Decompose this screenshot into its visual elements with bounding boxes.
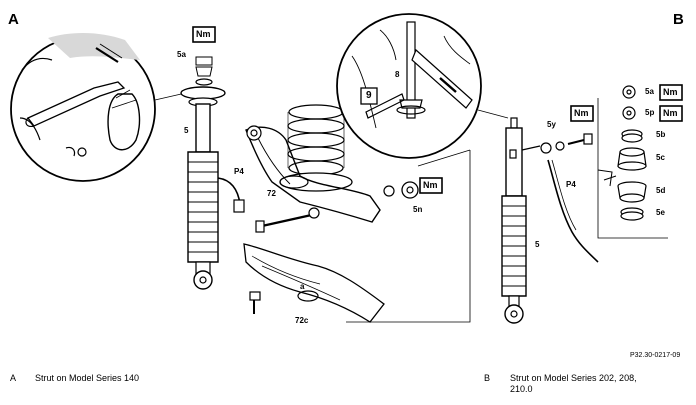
caption-b-line1: Strut on Model Series 202, 208,: [510, 373, 637, 383]
leader-b: [477, 109, 509, 119]
nm-label-5a-right: Nm: [663, 87, 678, 97]
caption-a-letter: A: [10, 373, 17, 383]
label-5b: 5b: [656, 130, 666, 139]
nm-label-5a: Nm: [196, 29, 211, 39]
nm-label-5n: Nm: [423, 180, 438, 190]
torque-boxes: [192, 26, 683, 194]
panel-a-letter: A: [8, 11, 19, 28]
label-5a-right: 5a: [645, 87, 654, 96]
panel-b-frame: [346, 150, 471, 323]
panel-b-letter: B: [673, 11, 684, 28]
label-5-left: 5: [184, 126, 189, 135]
strut-a: [180, 56, 245, 290]
label-p4-right: P4: [566, 180, 576, 189]
label-5p: 5p: [645, 108, 655, 117]
detail-circle-a: [10, 32, 156, 182]
label-a-small: a: [300, 282, 305, 291]
label-9: 9: [366, 90, 372, 101]
detail-circle-b: [336, 13, 482, 159]
exploded-parts-b: [597, 85, 668, 239]
panel-b-frame-top: [417, 149, 471, 167]
strut-b: [501, 117, 599, 324]
label-5-right: 5: [535, 240, 540, 249]
label-8: 8: [395, 70, 400, 79]
spring-and-arm: [243, 104, 419, 323]
caption-b-line2: 210.0: [510, 384, 533, 394]
label-72: 72: [267, 189, 276, 198]
label-p4-left: P4: [234, 167, 244, 176]
label-72c: 72c: [295, 316, 309, 325]
label-5y: 5y: [547, 120, 556, 129]
nm-label-5p: Nm: [663, 108, 678, 118]
label-5d: 5d: [656, 186, 666, 195]
caption-a-text: Strut on Model Series 140: [35, 373, 140, 383]
caption-b-letter: B: [484, 373, 491, 383]
label-5c: 5c: [656, 153, 665, 162]
label-5n: 5n: [413, 205, 423, 214]
label-5a: 5a: [177, 50, 186, 59]
reference-code: P32.30-0217-09: [630, 352, 681, 359]
nm-label-5y: Nm: [574, 108, 589, 118]
label-5e: 5e: [656, 208, 665, 217]
